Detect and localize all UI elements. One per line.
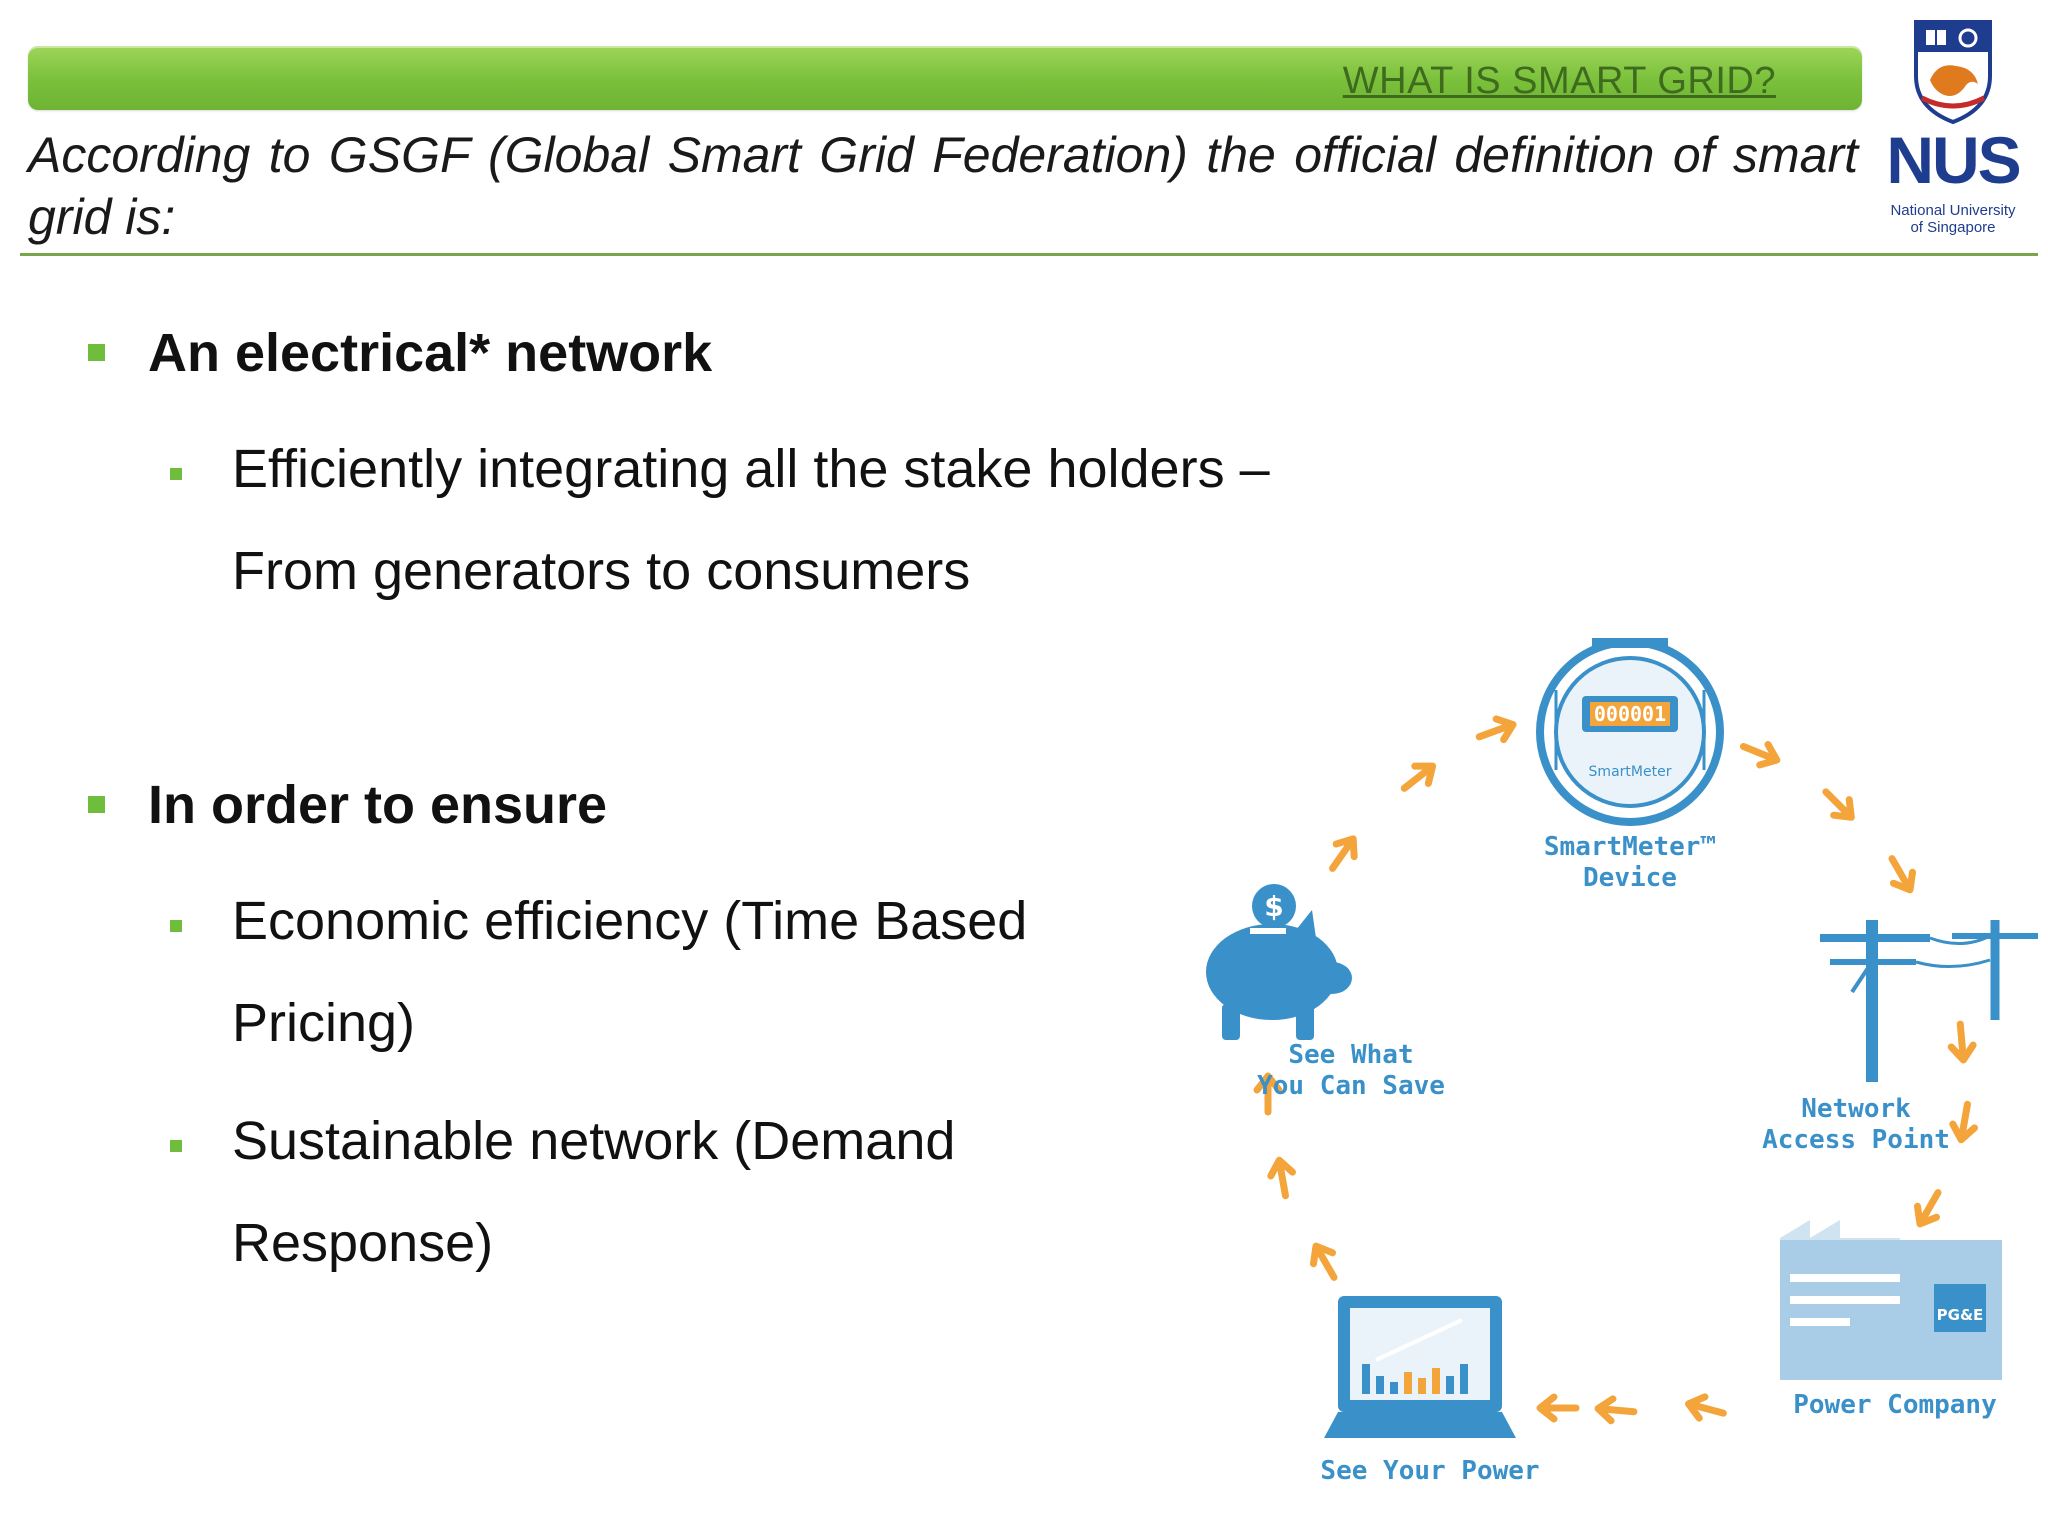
nus-crest-icon — [1914, 20, 1992, 125]
power-plant-icon: PG&E — [1780, 1220, 2002, 1380]
definition-text: According to GSGF (Global Smart Grid Fed… — [28, 127, 1858, 245]
meter-brand: SmartMeter — [1589, 764, 1672, 780]
piggy-bank-icon: $ — [1206, 884, 1352, 1040]
smart-grid-cycle-diagram: 000001 SmartMeter PG&E — [1200, 620, 2048, 1520]
sub-point-text: Economic efficiency (Time Based Pricing) — [232, 891, 1028, 1053]
arrow-icon — [1686, 1393, 1726, 1424]
arrow-icon — [1268, 1158, 1296, 1197]
point-heading: An electrical* network — [148, 323, 713, 383]
smart-meter-icon: 000001 SmartMeter — [1536, 638, 1724, 826]
divider-line — [20, 253, 2038, 256]
label-smartmeter-device: SmartMeter™ Device — [1543, 832, 1717, 893]
arrow-icon — [1739, 736, 1781, 770]
arrow-icon — [1475, 714, 1516, 747]
logo-wordmark: NUS — [1886, 123, 2021, 197]
arrow-icon — [1597, 1398, 1635, 1423]
arrow-icon — [1306, 1241, 1343, 1283]
sub-bullet-icon — [170, 1140, 182, 1152]
sub-point-text: Sustainable network (Demand Response) — [232, 1111, 956, 1273]
laptop-icon — [1324, 1296, 1516, 1438]
arrow-icon — [1910, 1187, 1947, 1229]
point-heading: In order to ensure — [148, 775, 608, 835]
header-bar: WHAT IS SMART GRID? — [28, 46, 1862, 110]
meter-display: 000001 — [1594, 702, 1666, 726]
sub-point-text: Efficiently integrating all the stake ho… — [232, 439, 1270, 601]
bullet-icon — [88, 796, 105, 813]
logo-subtitle: National University of Singapore — [1878, 202, 2028, 236]
cycle-graphic: 000001 SmartMeter PG&E — [1206, 638, 2038, 1438]
sub-bullet-icon — [170, 468, 182, 480]
label-see-what-you-can-save: See What You Can Save — [1257, 1040, 1445, 1101]
bullet-icon — [88, 344, 105, 361]
label-power-company: Power Company — [1793, 1390, 1997, 1420]
arrow-icon — [1540, 1397, 1576, 1419]
arrow-icon — [1882, 853, 1919, 895]
arrow-icon — [1949, 1023, 1974, 1061]
nus-logo: NUS National University of Singapore — [1878, 18, 2028, 236]
label-network-access-point: Network Access Point — [1762, 1094, 1950, 1155]
label-see-your-power: See Your Power — [1320, 1456, 1540, 1486]
logo-subtitle-line2: of Singapore — [1910, 219, 1996, 236]
company-badge: PG&E — [1937, 1306, 1984, 1324]
arrow-icon — [1324, 833, 1363, 875]
power-pole-icon — [1820, 920, 2038, 1082]
arrow-icon — [1818, 784, 1859, 825]
coin-symbol: $ — [1264, 890, 1283, 923]
arrow-icon — [1397, 757, 1439, 797]
sub-bullet-icon — [170, 920, 182, 932]
logo-subtitle-line1: National University — [1890, 202, 2016, 219]
what-is-smart-grid-link[interactable]: WHAT IS SMART GRID? — [1342, 60, 1776, 102]
